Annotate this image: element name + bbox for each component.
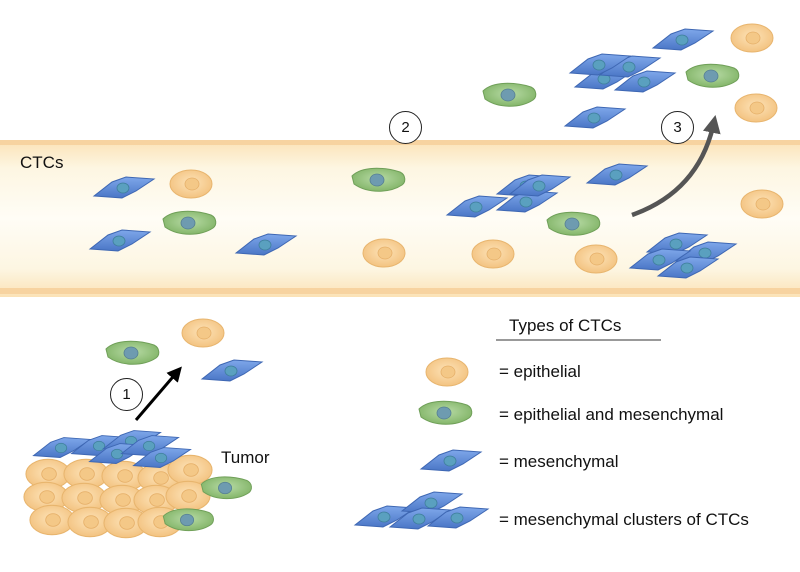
cluster-cell bbox=[568, 53, 632, 76]
circulating-cluster-cell bbox=[495, 190, 559, 213]
legend-epithelial-icon bbox=[425, 357, 469, 387]
tumor-epithelial-cell bbox=[63, 458, 109, 490]
circulating-cluster-cell bbox=[628, 248, 692, 271]
legend-hybrid-label: = epithelial and mesenchymal bbox=[499, 405, 724, 424]
legend-epithelial-label: = epithelial bbox=[499, 362, 581, 381]
circulating-hybrid-cell bbox=[546, 211, 601, 236]
hybrid-cell bbox=[685, 63, 740, 88]
circulating-hybrid-cell bbox=[162, 210, 217, 235]
circulating-cluster-cell bbox=[656, 256, 720, 279]
tumor-hybrid-cell bbox=[162, 508, 214, 532]
step-3-marker: 3 bbox=[661, 111, 694, 144]
legend-cluster-icon bbox=[388, 507, 452, 530]
legend-cluster-label: = mesenchymal clusters of CTCs bbox=[499, 510, 749, 529]
circulating-epithelial-cell bbox=[740, 189, 784, 219]
legend-hybrid-icon bbox=[418, 400, 473, 425]
circulating-epithelial-cell bbox=[471, 239, 515, 269]
tumor-epithelial-cell bbox=[23, 481, 69, 513]
vessel-wall-bottom bbox=[0, 288, 800, 294]
tumor-label: Tumor bbox=[221, 448, 270, 467]
epithelial-cell bbox=[181, 318, 225, 348]
legend-mesenchymal-icon bbox=[419, 449, 483, 472]
legend-cluster-icon bbox=[426, 506, 490, 529]
circulating-cluster-cell bbox=[508, 174, 572, 197]
legend-title: Types of CTCs bbox=[509, 316, 622, 335]
intravasation-arrow bbox=[134, 366, 182, 421]
hybrid-cell bbox=[105, 340, 160, 365]
circulating-mesenchymal-cell bbox=[585, 163, 649, 186]
vessel-label: CTCs bbox=[20, 153, 64, 172]
mesenchymal-cell bbox=[200, 359, 264, 382]
circulating-cluster-cell bbox=[445, 195, 509, 218]
cluster-cell bbox=[613, 70, 677, 93]
mesenchymal-cell bbox=[563, 106, 627, 129]
tumor-epithelial-cell bbox=[29, 504, 75, 536]
hybrid-cell bbox=[482, 82, 537, 107]
circulating-epithelial-cell bbox=[574, 244, 618, 274]
step-1-marker: 1 bbox=[110, 378, 143, 411]
cell-layer bbox=[23, 23, 784, 539]
epithelial-cell bbox=[730, 23, 774, 53]
legend-mesenchymal-label: = mesenchymal bbox=[499, 452, 619, 471]
circulating-mesenchymal-cell bbox=[88, 229, 152, 252]
mesenchymal-cell bbox=[651, 28, 715, 51]
tumor-epithelial-cell bbox=[101, 460, 147, 492]
step-2-marker: 2 bbox=[389, 111, 422, 144]
tumor-mesenchymal-cell bbox=[132, 447, 192, 468]
extravasation-arrow bbox=[631, 114, 721, 218]
tumor-epithelial-cell bbox=[167, 454, 213, 486]
circulating-epithelial-cell bbox=[362, 238, 406, 268]
tumor-hybrid-cell bbox=[200, 476, 252, 500]
circulating-epithelial-cell bbox=[169, 169, 213, 199]
circulating-mesenchymal-cell bbox=[92, 176, 156, 199]
circulating-hybrid-cell bbox=[351, 167, 406, 192]
tumor-epithelial-cell bbox=[103, 507, 149, 539]
epithelial-cell bbox=[734, 93, 778, 123]
circulating-mesenchymal-cell bbox=[234, 233, 298, 256]
cluster-cell bbox=[598, 55, 662, 78]
